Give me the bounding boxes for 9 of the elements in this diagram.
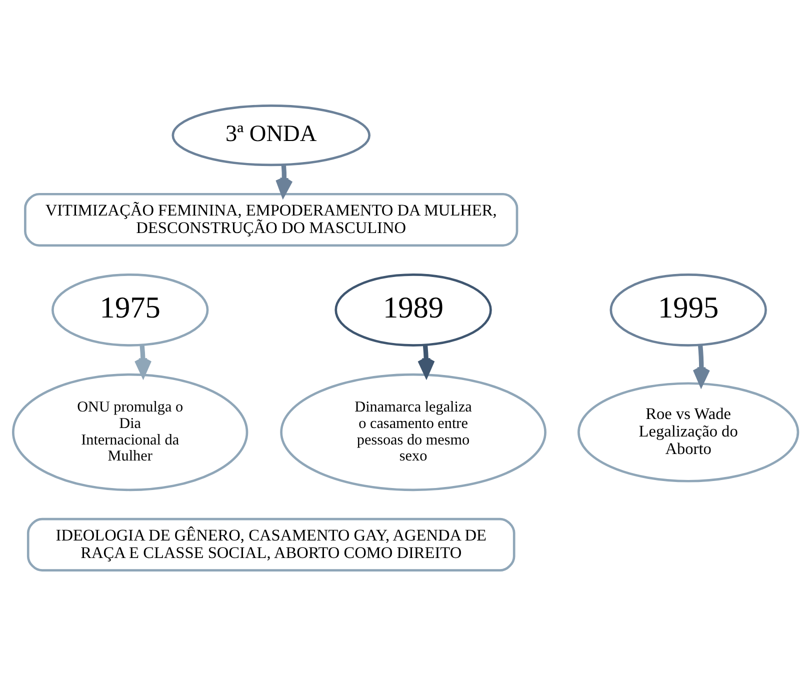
node-ellipse: 1975 <box>52 273 209 346</box>
node-ellipse: 1995 <box>610 273 767 346</box>
node-box: VITIMIZAÇÃO FEMININA, EMPODERAMENTO DA MULHER, DESCONSTRUÇÃO DO MASCULINO <box>24 192 518 246</box>
node-ellipse: Roe vs Wade Legalização do Aborto <box>578 382 800 482</box>
node-ellipse: ONU promulga o Dia Internacional da Mulher <box>12 372 248 491</box>
node-ellipse: 1989 <box>334 273 492 346</box>
node-ellipse: Dinamarca legaliza o casamento entre pessoas do mesmo sexo <box>280 372 546 491</box>
node-box: IDEOLOGIA DE GÊNERO, CASAMENTO GAY, AGENDA DE RAÇA E CLASSE SOCIAL, ABORTO COMO DIREITO <box>26 517 516 571</box>
node-ellipse: 3ª ONDA <box>172 104 371 166</box>
